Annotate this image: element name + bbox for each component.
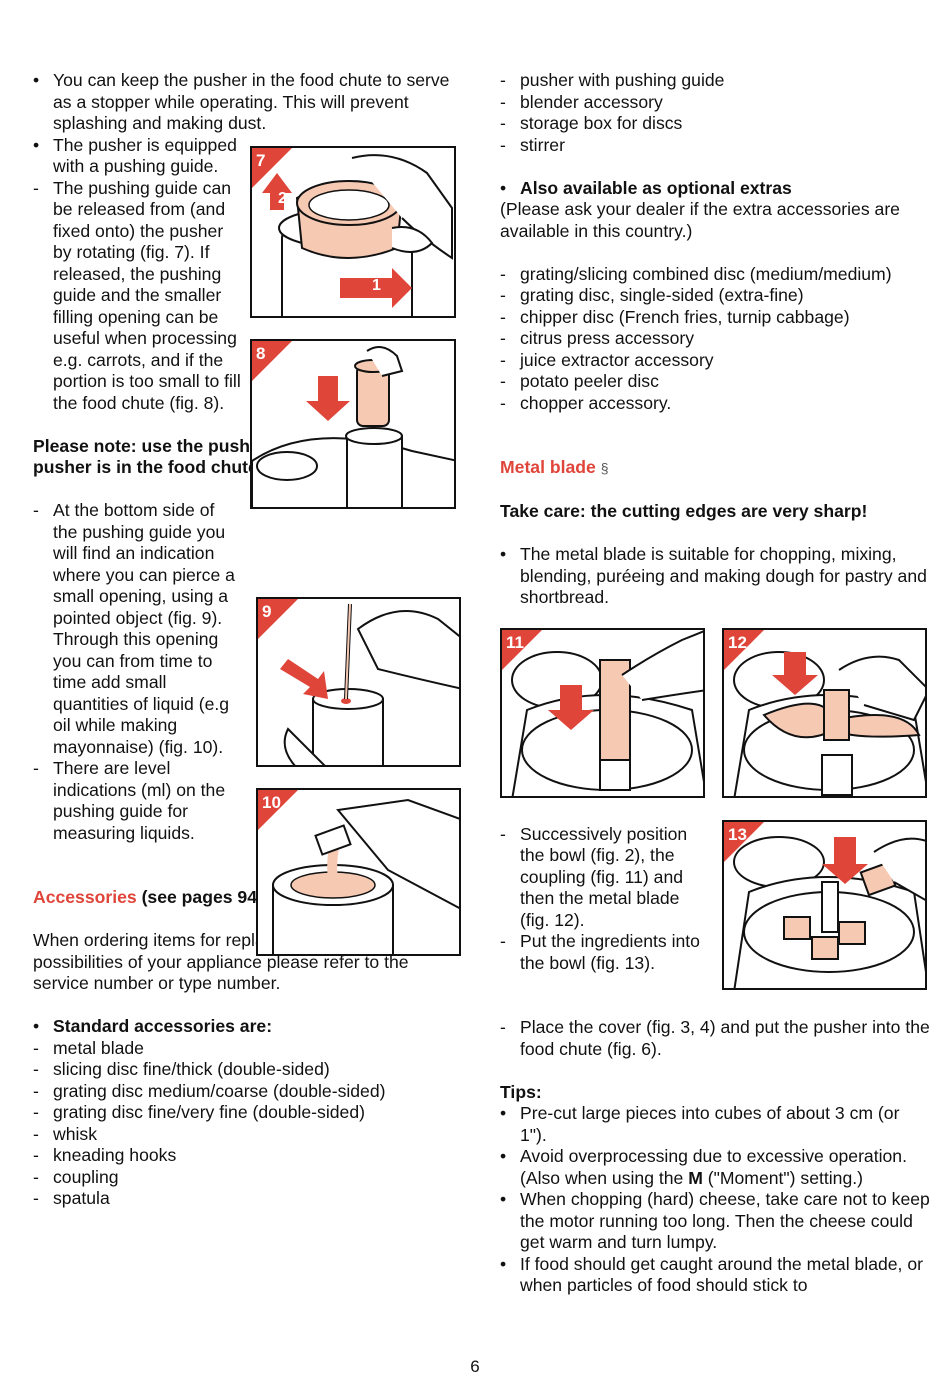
- list-item: -grating disc, single-sided (extra-fine): [500, 285, 804, 305]
- list-item: •The metal blade is suitable for choppin…: [500, 544, 927, 607]
- list-item: -storage box for discs: [500, 113, 683, 133]
- figure-11: 11: [500, 628, 705, 798]
- suitable-list: •The metal blade is suitable for choppin…: [500, 544, 930, 609]
- list-item: -grating disc fine/very fine (double-sid…: [33, 1102, 365, 1122]
- guide-list: -At the bottom side of the pushing guide…: [33, 500, 243, 844]
- list-item: -kneading hooks: [33, 1145, 177, 1165]
- list-item: -Put the ingredients into the bowl (fig.…: [500, 931, 700, 973]
- list-item: -grating/slicing combined disc (medium/m…: [500, 263, 892, 284]
- list-item: -whisk: [33, 1123, 97, 1144]
- list-item: -coupling: [33, 1166, 119, 1187]
- figure-9: 9: [256, 597, 461, 767]
- list-item: -spatula: [33, 1188, 110, 1208]
- left-column: •You can keep the pusher in the food chu…: [33, 70, 463, 1210]
- figure-8: 8: [250, 339, 456, 509]
- list-item: -Successively position the bowl (fig. 2)…: [500, 823, 688, 930]
- list-item: •Avoid overprocessing due to excessive o…: [500, 1146, 907, 1188]
- list-item: •When chopping (hard) cheese, take care …: [500, 1189, 930, 1252]
- care-warning: Take care: the cutting edges are very sh…: [500, 501, 868, 521]
- list-item: -blender accessory: [500, 91, 663, 112]
- list-item: •The pusher is equipped with a pushing g…: [33, 134, 237, 177]
- pusher-list-narrow: •The pusher is equipped with a pushing g…: [33, 135, 243, 415]
- standard-accessories-list: •Standard accessories are: -metal blade …: [33, 1016, 463, 1210]
- list-item: -metal blade: [33, 1037, 144, 1058]
- list-item: -chopper accessory.: [500, 392, 672, 413]
- list-item: -slicing disc fine/thick (double-sided): [33, 1059, 330, 1079]
- pusher-list: •You can keep the pusher in the food chu…: [33, 70, 463, 135]
- cover-list: -Place the cover (fig. 3, 4) and put the…: [500, 1017, 930, 1060]
- accessories-heading: Accessories (see pages 94, 95): [33, 887, 293, 907]
- list-item: •Standard accessories are:: [33, 1016, 273, 1036]
- standard-accessories-continued: -pusher with pushing guide -blender acce…: [500, 70, 930, 156]
- optional-note: (Please ask your dealer if the extra acc…: [500, 199, 900, 241]
- list-item: •You can keep the pusher in the food chu…: [33, 70, 450, 133]
- list-item: -chipper disc (French fries, turnip cabb…: [500, 306, 850, 327]
- arrow-label-1: 1: [372, 277, 381, 294]
- list-item: -stirrer: [500, 134, 565, 155]
- list-item: -There are level indications (ml) on the…: [33, 758, 226, 843]
- right-column: -pusher with pushing guide -blender acce…: [500, 70, 930, 1297]
- figure-13: 13: [722, 820, 927, 990]
- list-item: -The pushing guide can be released from …: [33, 177, 241, 413]
- page-number: 6: [470, 1357, 480, 1376]
- optional-heading-list: •Also available as optional extras: [500, 178, 930, 200]
- list-item: •Pre-cut large pieces into cubes of abou…: [500, 1103, 900, 1145]
- list-item: -potato peeler disc: [500, 371, 659, 391]
- list-item: -Place the cover (fig. 3, 4) and put the…: [500, 1017, 930, 1059]
- list-item: -pusher with pushing guide: [500, 70, 725, 90]
- list-item: -grating disc medium/coarse (double-side…: [33, 1080, 386, 1101]
- figure-10: 10: [256, 788, 461, 956]
- arrow-label-2: 2: [278, 190, 287, 207]
- tips-list: •Pre-cut large pieces into cubes of abou…: [500, 1103, 930, 1297]
- list-item: •If food should get caught around the me…: [500, 1253, 923, 1296]
- list-item: -At the bottom side of the pushing guide…: [33, 500, 235, 757]
- metal-blade-symbol: §: [600, 460, 609, 476]
- list-item: -juice extractor accessory: [500, 349, 714, 370]
- tips-heading: Tips:: [500, 1081, 542, 1102]
- figure-7: 7 2 1: [250, 146, 456, 318]
- list-item: -citrus press accessory: [500, 328, 695, 348]
- metal-blade-heading: Metal blade §: [500, 457, 609, 477]
- steps-list: -Successively position the bowl (fig. 2)…: [500, 824, 710, 975]
- optional-accessories-list: -grating/slicing combined disc (medium/m…: [500, 264, 930, 415]
- list-item: •Also available as optional extras: [500, 177, 792, 198]
- figure-12: 12: [722, 628, 927, 798]
